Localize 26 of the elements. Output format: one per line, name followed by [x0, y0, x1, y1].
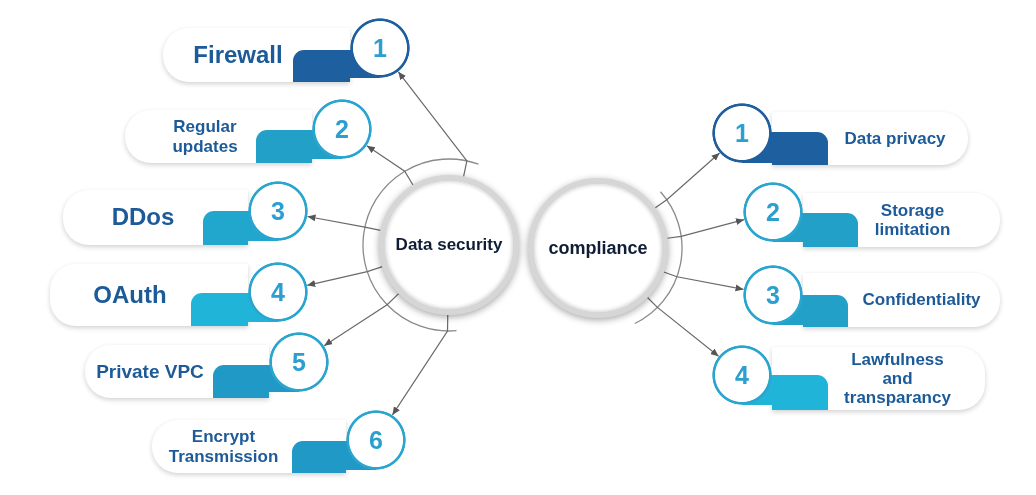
item-label: Confidentiality: [862, 290, 981, 310]
arrow: [306, 214, 382, 232]
item-pill: [772, 112, 968, 165]
arrow: [306, 266, 384, 287]
item-pill: [803, 193, 1000, 247]
arrow: [666, 218, 745, 239]
item-label: Encrypt Transmission: [167, 427, 280, 466]
arrow: [663, 271, 745, 292]
item-pill: [63, 190, 248, 245]
item-pill: [163, 28, 350, 82]
hub-circle: Data security: [379, 175, 519, 315]
item-pill: [803, 273, 1000, 327]
item-label: Lawfulness and transparancy: [843, 349, 952, 408]
item-label: Data privacy: [844, 129, 946, 148]
item-label: Private VPC: [96, 360, 204, 383]
item-label: Storage limitation: [873, 200, 952, 240]
item-pill: [772, 347, 985, 410]
item-pill: [85, 345, 269, 398]
item-label: Regular updates: [171, 117, 239, 156]
item-label: Firewall: [193, 41, 283, 69]
item-pill: [50, 264, 248, 326]
item-label: OAuth: [93, 281, 167, 309]
item-pill: [152, 420, 346, 473]
item-label: DDos: [111, 204, 175, 231]
item-pill: [125, 110, 312, 163]
hub-circle: compliance: [528, 178, 668, 318]
